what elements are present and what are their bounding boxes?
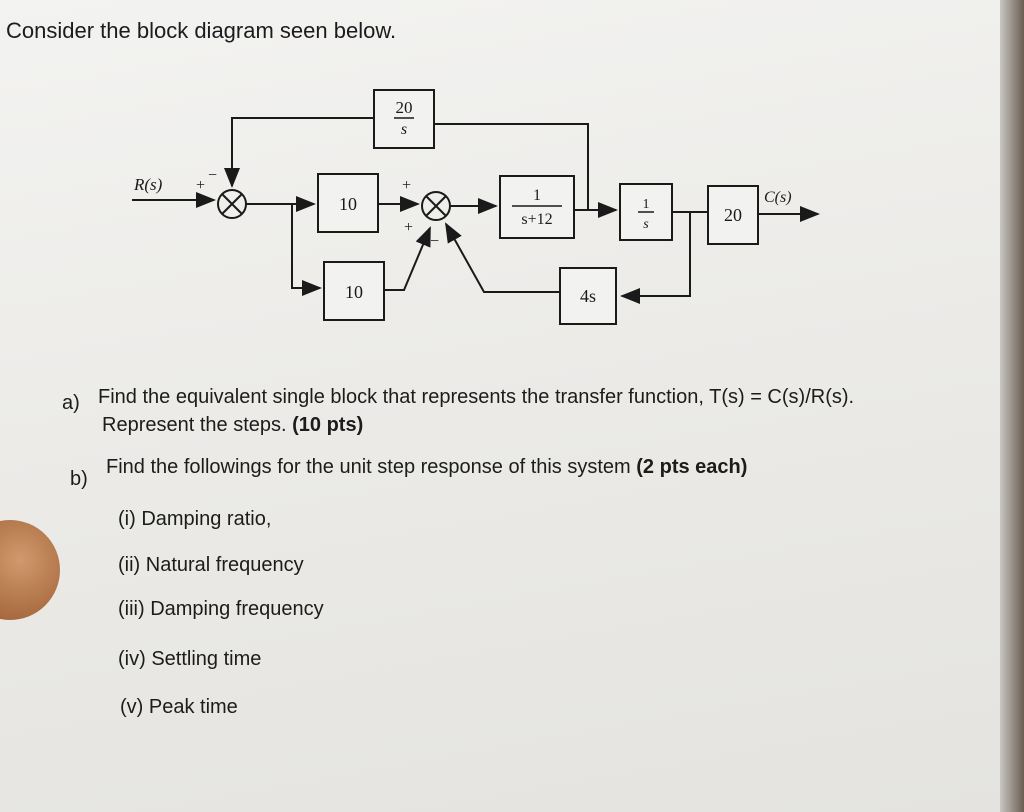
input-label: R(s) <box>133 175 163 194</box>
list-item: (iv) Settling time <box>118 648 262 670</box>
integrator-block <box>619 183 673 241</box>
question-a-line2-text: Represent the steps. <box>102 414 293 436</box>
sum1-left-sign: + <box>196 177 205 194</box>
gain-upper-value: 10 <box>339 194 357 214</box>
gain-block-output <box>707 185 759 245</box>
feedback-to-sum2-line <box>445 222 560 293</box>
question-a-line2: Represent the steps. (10 pts) <box>102 414 363 437</box>
feedback-branch-line <box>620 212 691 304</box>
list-item: (ii) Natural frequency <box>118 554 304 576</box>
integrator-num: 1 <box>643 197 650 212</box>
list-item: (i) Damping ratio, <box>118 508 272 530</box>
list-item: (v) Peak time <box>120 696 238 718</box>
gain-lower-value: 10 <box>345 282 363 302</box>
sum2-top-sign: + <box>402 177 411 194</box>
list-item: (iii) Damping frequency <box>118 598 324 620</box>
background-edge <box>1000 0 1024 812</box>
feedback-value: 4s <box>580 286 596 306</box>
top-path-line-left <box>224 117 374 188</box>
top-block-num: 20 <box>396 98 413 117</box>
question-b-label: b) <box>70 468 88 490</box>
feedback-block <box>559 267 617 325</box>
summing-junction-1 <box>217 189 247 219</box>
gain-block-upper <box>317 173 379 233</box>
question-b-points: (2 pts each) <box>636 456 748 478</box>
plant-den: s+12 <box>521 211 552 228</box>
paper-sheet <box>0 0 1001 812</box>
question-a-line1: Find the equivalent single block that re… <box>98 386 855 408</box>
question-b-text: Find the followings for the unit step re… <box>106 456 637 478</box>
lower-gain-to-sum2-line <box>384 226 431 291</box>
branch-lower-line <box>291 204 322 296</box>
gain-output-value: 20 <box>724 205 742 225</box>
forward-block-top <box>373 89 435 149</box>
summing-junction-2 <box>421 191 451 221</box>
top-block-den: s <box>401 121 407 138</box>
plant-block <box>499 175 575 239</box>
question-a-points: (10 pts) <box>292 414 364 436</box>
question-b-line: Find the followings for the unit step re… <box>106 456 747 479</box>
gain-block-lower <box>323 261 385 321</box>
sum1-top-sign: − <box>208 167 217 184</box>
block-diagram: R(s) C(s) + − + + − 20 s 10 10 1 s+12 1 … <box>132 89 820 325</box>
plant-num: 1 <box>533 187 541 204</box>
sum2-bottom-sign: − <box>430 233 439 250</box>
output-label: C(s) <box>764 189 792 206</box>
integrator-den: s <box>643 217 649 232</box>
top-path-line-right <box>434 123 589 210</box>
sum2-left-sign: + <box>404 219 413 236</box>
question-a-label: a) <box>62 392 80 414</box>
heading: Consider the block diagram seen below. <box>6 18 397 43</box>
